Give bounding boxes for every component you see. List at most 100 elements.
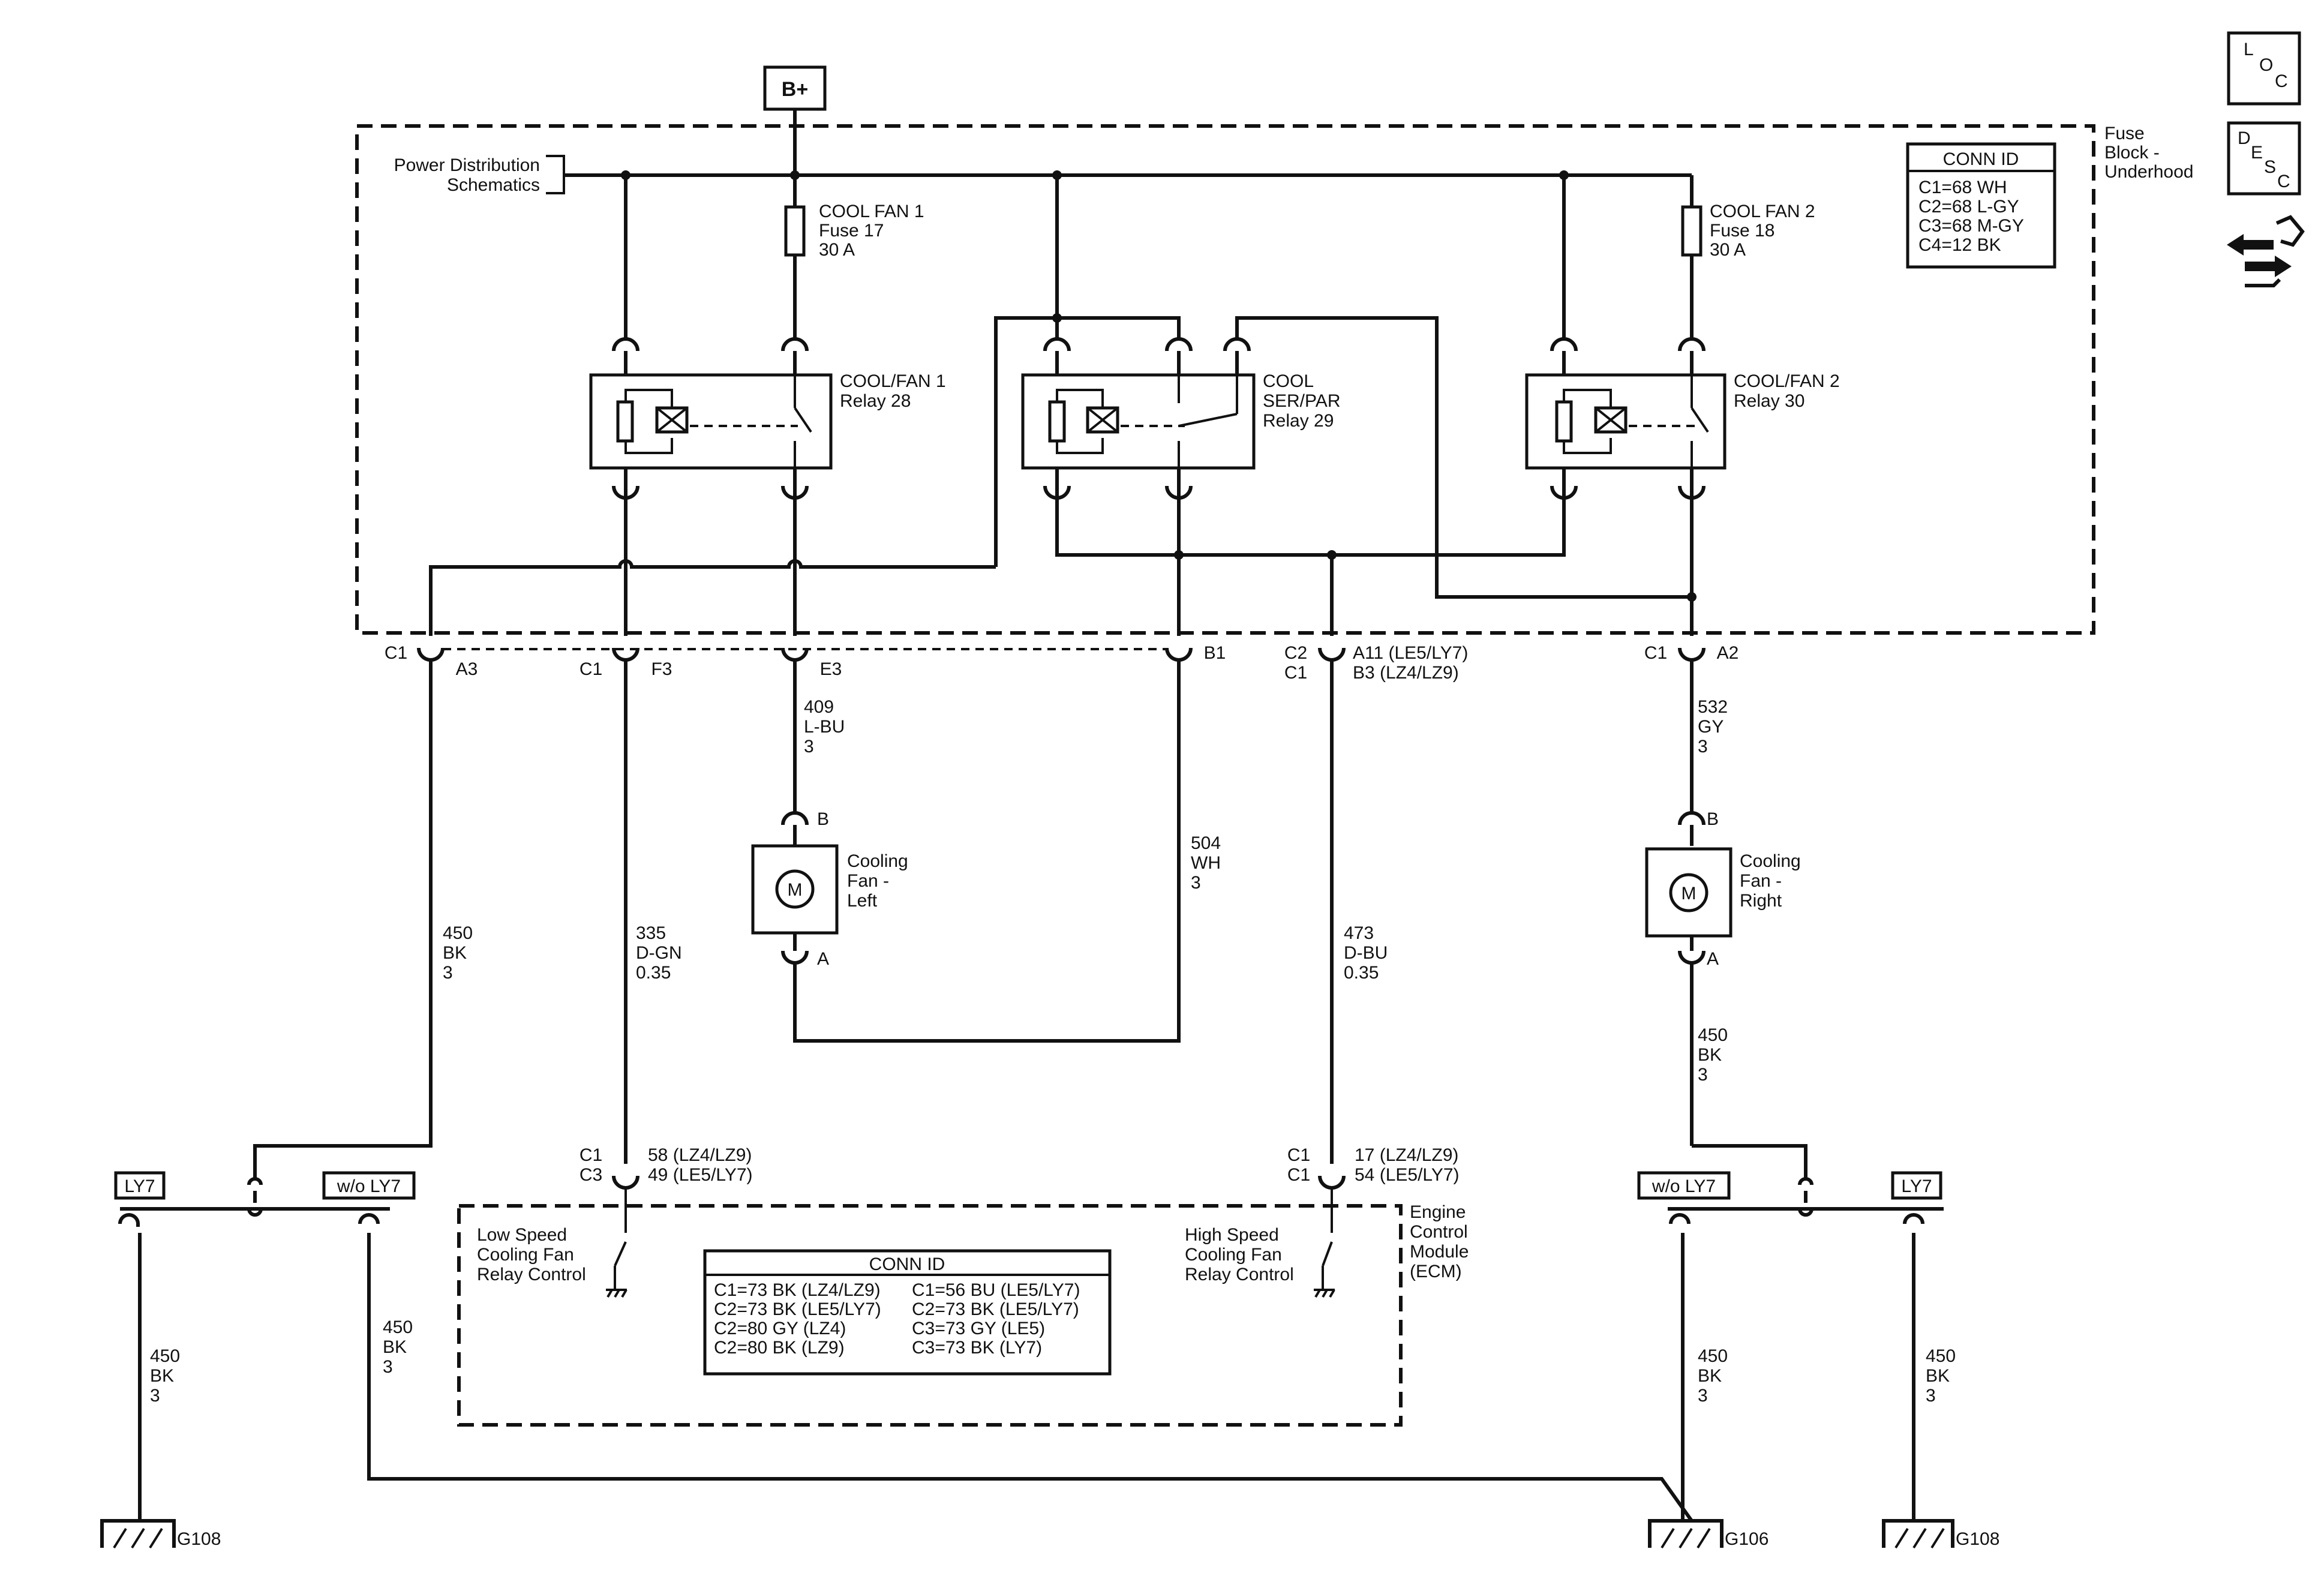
svg-text:Block -: Block - [2104, 143, 2160, 163]
svg-text:COOL/FAN 2: COOL/FAN 2 [1734, 371, 1840, 391]
svg-text:0.35: 0.35 [636, 963, 671, 983]
svg-text:C1=73 BK (LZ4/LZ9): C1=73 BK (LZ4/LZ9) [714, 1280, 881, 1300]
svg-text:Fuse 17: Fuse 17 [819, 221, 884, 241]
fuse-cool-fan-2: COOL FAN 2 Fuse 18 30 A [1681, 175, 1815, 339]
fuse-cool-fan-1: COOL FAN 1 Fuse 17 30 A [784, 175, 924, 339]
svg-text:3: 3 [383, 1357, 393, 1377]
svg-text:Fan -: Fan - [847, 871, 889, 891]
svg-text:3: 3 [804, 737, 814, 757]
svg-text:A: A [1707, 949, 1719, 969]
loc-icon[interactable]: L O C [2227, 31, 2301, 106]
svg-text:Cooling Fan: Cooling Fan [477, 1245, 574, 1265]
svg-text:BK: BK [1926, 1366, 1950, 1386]
svg-text:30 A: 30 A [819, 240, 855, 260]
svg-text:BK: BK [1698, 1366, 1722, 1386]
svg-text:3: 3 [1926, 1386, 1936, 1406]
svg-text:C2=68 L-GY: C2=68 L-GY [1918, 197, 2019, 217]
svg-text:A11 (LE5/LY7): A11 (LE5/LY7) [1353, 643, 1468, 663]
svg-text:30 A: 30 A [1710, 240, 1746, 260]
svg-text:CONN ID: CONN ID [869, 1254, 945, 1274]
svg-text:Control: Control [1410, 1222, 1468, 1242]
svg-text:COOL FAN 1: COOL FAN 1 [819, 202, 924, 221]
svg-text:C3: C3 [580, 1165, 602, 1185]
right-ground-feed [1668, 1144, 1944, 1217]
svg-text:C3=73 BK (LY7): C3=73 BK (LY7) [912, 1338, 1042, 1358]
c1-connector-row: C1 A3 C1 F3 E3 B1 C2 C1 A11 (LE5/LY7) B3… [385, 643, 1739, 683]
svg-text:C1: C1 [1287, 1165, 1310, 1185]
svg-text:G108: G108 [1956, 1529, 1999, 1549]
svg-text:Relay 29: Relay 29 [1263, 411, 1334, 431]
svg-text:B1: B1 [1204, 643, 1226, 663]
svg-text:Relay 28: Relay 28 [840, 391, 911, 411]
svg-text:49 (LE5/LY7): 49 (LE5/LY7) [648, 1165, 753, 1185]
svg-text:D-GN: D-GN [636, 943, 682, 963]
svg-text:High Speed: High Speed [1185, 1225, 1279, 1245]
svg-text:54 (LE5/LY7): 54 (LE5/LY7) [1355, 1165, 1460, 1185]
svg-text:D: D [2238, 128, 2251, 148]
svg-text:C1=56 BU (LE5/LY7): C1=56 BU (LE5/LY7) [912, 1280, 1080, 1300]
svg-text:COOL FAN 2: COOL FAN 2 [1710, 202, 1815, 221]
svg-text:C1: C1 [385, 643, 407, 663]
high-speed-relay-control: High Speed Cooling Fan Relay Control [1185, 1188, 1335, 1298]
svg-text:C2=73 BK (LE5/LY7): C2=73 BK (LE5/LY7) [714, 1299, 881, 1319]
svg-text:3: 3 [1698, 1065, 1708, 1085]
svg-text:BK: BK [1698, 1045, 1722, 1065]
svg-text:B: B [1707, 809, 1719, 829]
svg-text:w/o LY7: w/o LY7 [337, 1176, 401, 1196]
svg-text:C2=80 GY (LZ4): C2=80 GY (LZ4) [714, 1319, 846, 1338]
svg-text:C1: C1 [1644, 643, 1667, 663]
svg-text:0.35: 0.35 [1344, 963, 1379, 983]
svg-text:Engine: Engine [1410, 1202, 1466, 1222]
svg-text:Schematics: Schematics [447, 175, 540, 195]
desc-icon[interactable]: D E S C [2227, 121, 2301, 196]
svg-text:Relay 30: Relay 30 [1734, 391, 1804, 411]
wire-504-label: 504 WH 3 [1191, 833, 1221, 893]
ground-g106: G106 [1648, 1519, 1768, 1549]
svg-text:BK: BK [150, 1366, 174, 1386]
wire-450-wo-left-label: 450 BK 3 [383, 1317, 413, 1377]
ecm-outline [457, 1204, 1403, 1427]
svg-text:G108: G108 [177, 1529, 221, 1549]
svg-text:G106: G106 [1725, 1529, 1768, 1549]
motor-symbol [1669, 873, 1709, 912]
conn-id-ecm: CONN ID C1=73 BK (LZ4/LZ9) C2=73 BK (LE5… [703, 1249, 1112, 1376]
power-distribution-ref: Power Distribution Schematics [394, 155, 565, 195]
svg-text:450: 450 [383, 1317, 413, 1337]
relay-cool-fan-2: COOL/FAN 2 Relay 30 [1525, 175, 1840, 500]
fuse-block-outline [355, 124, 2095, 635]
svg-text:473: 473 [1344, 923, 1374, 943]
svg-text:Relay Control: Relay Control [1185, 1265, 1294, 1284]
svg-text:Fuse: Fuse [2104, 124, 2145, 143]
left-option-wo-ly7: w/o LY7 450 BK 3 [322, 1171, 1694, 1522]
connector-arrows-icon[interactable] [2227, 215, 2305, 287]
motor-symbol [775, 869, 815, 909]
svg-text:Right: Right [1740, 891, 1782, 911]
wire-335-label: 335 D-GN 0.35 [636, 923, 682, 983]
battery-supply: B+ [763, 65, 827, 111]
wire-473-label: 473 D-BU 0.35 [1344, 923, 1388, 983]
svg-text:C: C [2275, 71, 2288, 91]
svg-text:C2=73 BK (LE5/LY7): C2=73 BK (LE5/LY7) [912, 1299, 1079, 1319]
svg-text:450: 450 [150, 1346, 180, 1366]
svg-text:SER/PAR: SER/PAR [1263, 391, 1340, 411]
svg-text:COOL/FAN 1: COOL/FAN 1 [840, 371, 946, 391]
svg-text:WH: WH [1191, 853, 1221, 873]
svg-text:L-BU: L-BU [804, 717, 845, 737]
left-ground-feed: 450 BK 3 [120, 660, 473, 1217]
right-option-ly7: LY7 450 BK 3 [1891, 1171, 1956, 1521]
svg-text:58 (LZ4/LZ9): 58 (LZ4/LZ9) [648, 1145, 752, 1165]
high-speed-control-wire: 473 D-BU 0.35 C1 C1 17 (LZ4/LZ9) 54 (LE5… [1287, 660, 1460, 1190]
wire-450-left-label: 450 BK 3 [443, 923, 473, 983]
svg-text:B: B [817, 809, 829, 829]
svg-text:532: 532 [1698, 697, 1728, 717]
svg-text:LY7: LY7 [1901, 1176, 1932, 1196]
svg-text:F3: F3 [651, 659, 672, 679]
svg-text:S: S [2264, 157, 2276, 177]
relay-cool-ser-par: COOL SER/PAR Relay 29 [994, 175, 1439, 567]
low-speed-control-wire: 335 D-GN 0.35 C1 C3 58 (LZ4/LZ9) 49 (LE5… [580, 660, 753, 1190]
svg-text:C2=80 BK (LZ9): C2=80 BK (LZ9) [714, 1338, 845, 1358]
ecm-title: Engine Control Module (ECM) [1410, 1202, 1469, 1281]
relay-cool-fan-1: COOL/FAN 1 Relay 28 [589, 175, 946, 500]
svg-text:3: 3 [443, 963, 453, 983]
